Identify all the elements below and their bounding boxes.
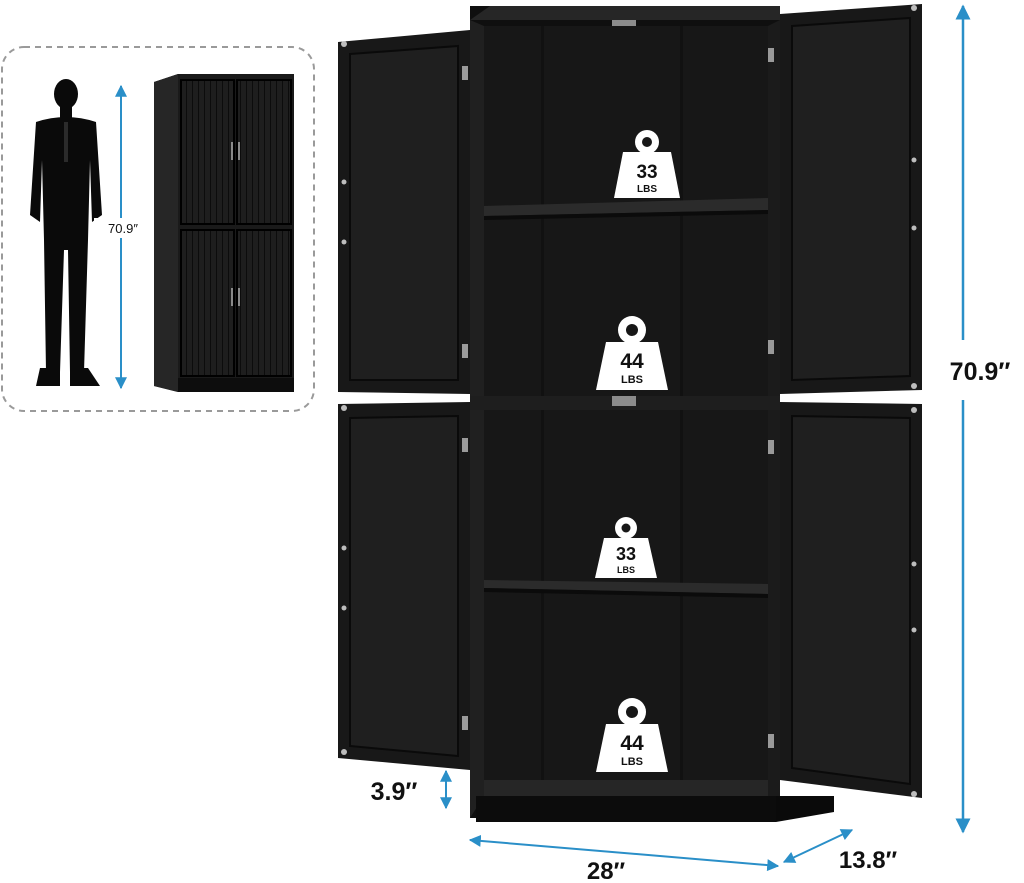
weight-badge-3: 33 LBS xyxy=(595,517,657,578)
man-silhouette xyxy=(30,79,102,386)
width-arrow xyxy=(468,834,780,872)
weight-value: 44 xyxy=(620,732,644,755)
weight-value: 33 xyxy=(616,544,636,564)
door-bottom-left xyxy=(338,402,470,770)
middle-divider xyxy=(470,396,780,410)
inset-scale-box: 70.9″ xyxy=(1,46,315,412)
weight-unit: LBS xyxy=(621,374,643,386)
width-label: 28″ xyxy=(587,858,626,883)
weight-badge-4: 44 LBS xyxy=(596,698,668,772)
weight-unit: LBS xyxy=(617,565,635,575)
height-label: 70.9″ xyxy=(950,358,1011,386)
weight-unit: LBS xyxy=(637,184,657,195)
weight-unit: LBS xyxy=(621,756,643,768)
door-top-right xyxy=(768,4,922,394)
closed-cabinet-thumbnail xyxy=(154,74,294,392)
door-bottom-right xyxy=(768,402,922,798)
weight-value: 33 xyxy=(636,162,657,183)
base-height-label: 3.9″ xyxy=(371,778,418,806)
depth-arrow xyxy=(782,829,854,863)
shelf-1 xyxy=(484,198,768,220)
weight-badge-2: 44 LBS xyxy=(596,316,668,390)
weight-badge-1: 33 LBS xyxy=(614,130,680,198)
weight-value: 44 xyxy=(620,350,644,373)
inset-height-label: 70.9″ xyxy=(108,221,138,236)
door-top-left xyxy=(338,30,470,394)
depth-label: 13.8″ xyxy=(839,847,898,874)
cabinet-base xyxy=(476,796,776,822)
shelf-2 xyxy=(484,580,768,598)
